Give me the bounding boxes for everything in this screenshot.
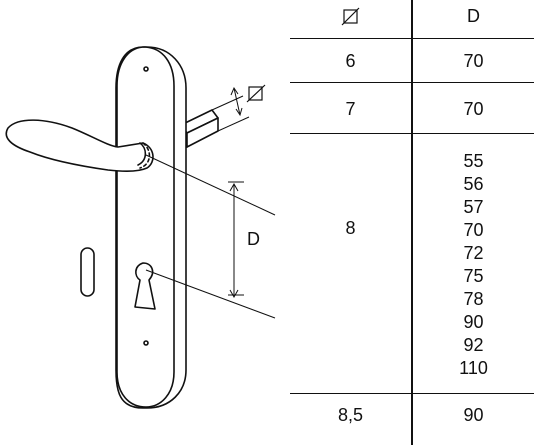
diameter-symbol-icon	[341, 7, 359, 26]
row-d-values-list: 55 56 57 70 72 75 78 90 92 110	[413, 150, 534, 380]
row-diameter: 6	[345, 51, 356, 71]
screw-hole-top	[143, 66, 149, 72]
distance-label: D	[247, 229, 260, 249]
header-diameter	[290, 6, 411, 26]
door-handle-diagram: D	[5, 46, 276, 409]
row-diameter: 8	[345, 218, 356, 238]
table-rule	[290, 133, 534, 134]
table-rule	[290, 82, 534, 83]
spindle-diameter-symbol	[246, 84, 266, 103]
row-d-value: 75	[463, 266, 484, 286]
row-d-value: 56	[463, 174, 484, 194]
keyhole	[134, 262, 156, 310]
table-rule	[290, 38, 534, 39]
lever-handle	[5, 119, 154, 173]
header-distance: D	[467, 6, 480, 26]
row-d-value: 72	[463, 243, 484, 263]
row-d-value: 57	[463, 197, 484, 217]
row-d-value: 110	[459, 358, 488, 378]
wall-slot	[80, 247, 95, 297]
spindle-dimension-line	[233, 87, 241, 116]
row-diameter: 7	[345, 99, 356, 119]
row-d-value: 92	[463, 335, 484, 355]
row-d-value: 78	[463, 289, 484, 309]
row-d-value: 90	[463, 405, 484, 425]
row-d-value: 70	[463, 51, 484, 71]
row-d-value: 70	[463, 99, 484, 119]
screw-hole-bottom	[143, 340, 149, 346]
table-column-divider	[411, 0, 413, 445]
row-diameter: 8,5	[337, 405, 364, 425]
row-d-value: 90	[463, 312, 484, 332]
row-d-value: 70	[463, 220, 484, 240]
table-rule	[290, 393, 534, 394]
row-d-value: 55	[463, 151, 484, 171]
dimension-table: D 6 70 7 70 8 55 56 57 70 72 75 78 90 92…	[290, 0, 534, 445]
